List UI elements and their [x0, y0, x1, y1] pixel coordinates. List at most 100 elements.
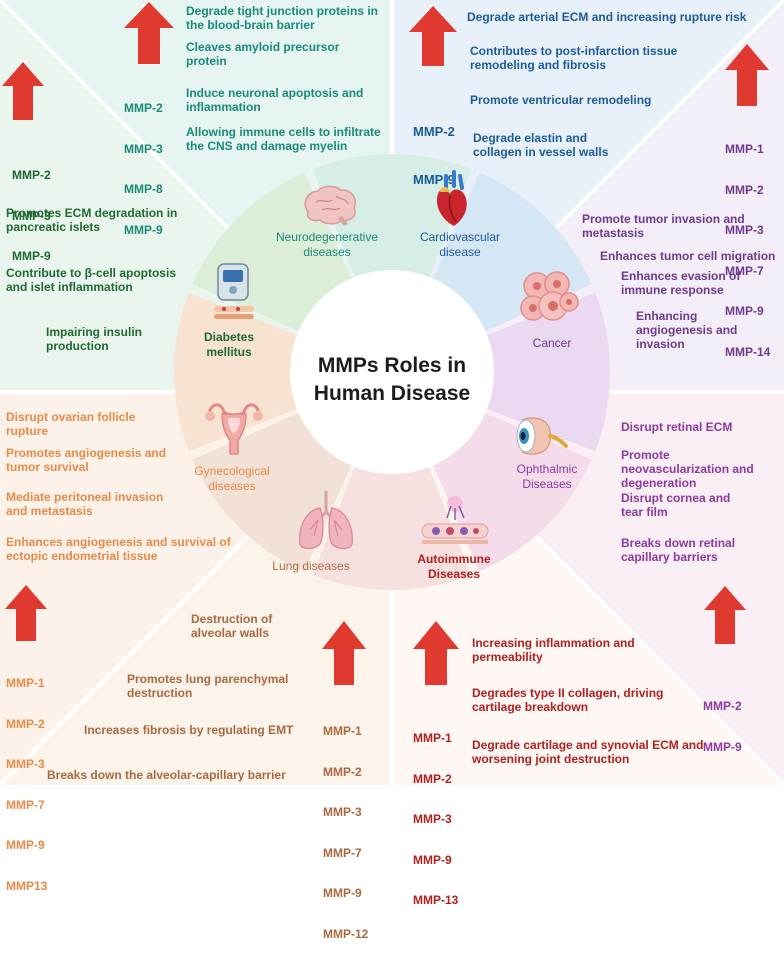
mmp-list-lung: MMP-1 MMP-2 MMP-3 MMP-7 MMP-9 MMP-12	[323, 698, 368, 968]
mmp-label: MMP-2	[124, 101, 163, 115]
mmp-label: MMP-2	[6, 716, 45, 731]
uterus-icon	[205, 403, 263, 455]
cancer-cells-icon	[520, 271, 579, 321]
arrow-up-icon	[704, 586, 746, 644]
brain-icon	[304, 185, 356, 226]
segment-gyneco	[174, 292, 297, 452]
mmp-label: MMP-9	[6, 838, 45, 852]
mmp-label: MMP-2	[703, 699, 742, 713]
mmp-label: MMP-3	[413, 812, 452, 826]
role-ophthalmic-3: Disrupt cornea and tear film	[621, 491, 731, 519]
mmp-list-diabetes: MMP-2 MMP-3 MMP-9	[12, 142, 51, 291]
arrow-up-icon	[2, 62, 44, 120]
role-autoimmune-1: Increasing inflammation and permeability	[472, 636, 635, 664]
role-ophthalmic-2: Promote neovascularization and degenerat…	[621, 448, 754, 490]
mmp-label: MMP-3	[12, 208, 51, 223]
glucose-meter-icon	[214, 263, 254, 319]
role-diabetes-2: Contribute to β-cell apoptosis and islet…	[6, 266, 176, 294]
mmp-label: MMP-3	[725, 223, 764, 237]
mmp-label: MMP-3	[323, 805, 362, 819]
role-cancer-2: Enhances tumor cell migration	[600, 249, 776, 263]
mmp-label: MMP-9	[323, 886, 362, 900]
mmp-label: MMP13	[6, 878, 48, 893]
mmp-list-autoimmune: MMP-1 MMP-2 MMP-3 MMP-9 MMP-13	[413, 705, 458, 935]
role-gyneco-4: Enhances angiogenesis and survival of ec…	[6, 535, 231, 563]
eye-icon	[516, 417, 568, 455]
mmp-label: MMP-9	[725, 304, 764, 318]
role-neuro-3: Induce neuronal apoptosis and inflammati…	[186, 86, 364, 114]
heart-icon	[436, 170, 467, 226]
mmp-label: MMP-3	[6, 757, 45, 771]
role-neuro-2: Cleaves amyloid precursor protein	[186, 40, 340, 68]
cells-icon	[421, 496, 489, 544]
mmp-label: MMP-9	[12, 249, 51, 263]
mmp-label: MMP-14	[725, 344, 771, 359]
mmp-label: MMP-1	[6, 676, 45, 690]
role-autoimmune-3: Degrade cartilage and synovial ECM and w…	[472, 738, 704, 766]
mmp-list-ophthalmic: MMP-2 MMP-9	[703, 673, 742, 781]
center-title: MMPs Roles in Human Disease	[313, 354, 471, 405]
segment-label-neuro: Neurodegenerative diseases	[275, 230, 379, 259]
mmp-list-neuro: MMP-2 MMP-3 MMP-8 MMP-9	[124, 75, 163, 264]
infographic: MMPs Roles in Human Disease Neurodegener…	[0, 0, 784, 940]
mmp-label: MMP-2	[725, 182, 764, 197]
role-gyneco-1: Disrupt ovarian follicle rupture	[6, 410, 136, 438]
role-ophthalmic-4: Breaks down retinal capillary barriers	[621, 536, 736, 564]
segment-label-cardio: Cardiovascular disease	[419, 230, 501, 259]
mmp-label: MMP-2	[413, 771, 452, 786]
role-diabetes-3: Impairing insulin production	[46, 325, 143, 353]
mmp-label: MMP-1	[323, 724, 362, 738]
mmp-label: MMP-1	[413, 731, 452, 745]
role-neuro-1: Degrade tight junction proteins in the b…	[186, 4, 378, 32]
center-circle	[290, 270, 494, 474]
role-cardio-4: Degrade elastin and collagen in vessel w…	[473, 131, 609, 159]
mmp-list-cancer: MMP-1 MMP-2 MMP-3 MMP-7 MMP-9 MMP-14	[725, 116, 770, 386]
role-diabetes-1: Promotes ECM degradation in pancreatic i…	[6, 206, 178, 234]
mmp-label: MMP-9	[124, 222, 163, 237]
mmp-label: MMP-2	[413, 124, 455, 139]
segment-label-autoimmune: Autoimmune Diseases	[417, 552, 491, 581]
segment-neuro	[312, 153, 472, 277]
mmp-label: MMP-12	[323, 926, 369, 941]
segment-autoimmune	[312, 467, 472, 590]
mmp-label: MMP-1	[725, 142, 764, 156]
lungs-icon	[299, 490, 353, 550]
arrow-up-icon	[413, 621, 459, 685]
mmp-label: MMP-9	[703, 739, 742, 754]
arrow-up-icon	[409, 6, 457, 66]
role-neuro-4: Allowing immune cells to infiltrate the …	[186, 125, 381, 153]
role-cardio-3: Promote ventricular remodeling	[470, 93, 652, 107]
role-cardio-2: Contributes to post-infarction tissue re…	[470, 44, 678, 72]
role-autoimmune-2: Degrades type II collagen, driving carti…	[472, 686, 664, 714]
mmp-label: MMP-7	[6, 797, 45, 812]
arrow-up-icon	[322, 621, 366, 685]
arrow-up-icon	[5, 585, 47, 641]
mmp-label: MMP-9	[413, 852, 452, 867]
role-gyneco-3: Mediate peritoneal invasion and metastas…	[6, 490, 164, 518]
role-cancer-1: Promote tumor invasion and metastasis	[582, 212, 745, 240]
segment-label-diabetes: Diabetes mellitus	[203, 330, 255, 359]
role-lung-4: Breaks down the alveolar-capillary barri…	[47, 768, 286, 782]
role-gyneco-2: Promotes angiogenesis and tumor survival	[6, 446, 167, 474]
segment-cancer	[487, 292, 610, 452]
segment-label-lung: Lung diseases	[272, 559, 350, 573]
mmp-label: MMP-8	[124, 182, 163, 196]
mmp-list-gyneco: MMP-1 MMP-2 MMP-3 MMP-7 MMP-9 MMP13	[6, 650, 47, 920]
role-ophthalmic-1: Disrupt retinal ECM	[621, 420, 733, 434]
mmp-label: MMP-13	[413, 893, 459, 907]
role-lung-2: Promotes lung parenchymal destruction	[127, 672, 289, 700]
mmp-label: MMP-7	[725, 263, 764, 278]
role-cancer-4: Enhancing angiogenesis and invasion	[636, 309, 738, 351]
arrow-up-icon	[124, 2, 174, 64]
mmp-label: MMP-7	[323, 845, 362, 860]
mmp-label: MMP-3	[124, 141, 163, 156]
mmp-label: MMP-2	[323, 764, 362, 779]
role-lung-1: Destruction of alveolar walls	[191, 612, 273, 640]
mmp-label: MMP-2	[12, 168, 51, 182]
role-cardio-1: Degrade arterial ECM and increasing rupt…	[467, 10, 747, 24]
segment-label-ophthalmic: Ophthalmic Diseases	[516, 462, 578, 491]
segment-label-cancer: Cancer	[532, 336, 572, 350]
segment-label-gyneco: Gynecological diseases	[194, 464, 270, 493]
role-cancer-3: Enhances evasion of immune response	[621, 269, 741, 297]
arrow-up-icon	[725, 44, 769, 106]
